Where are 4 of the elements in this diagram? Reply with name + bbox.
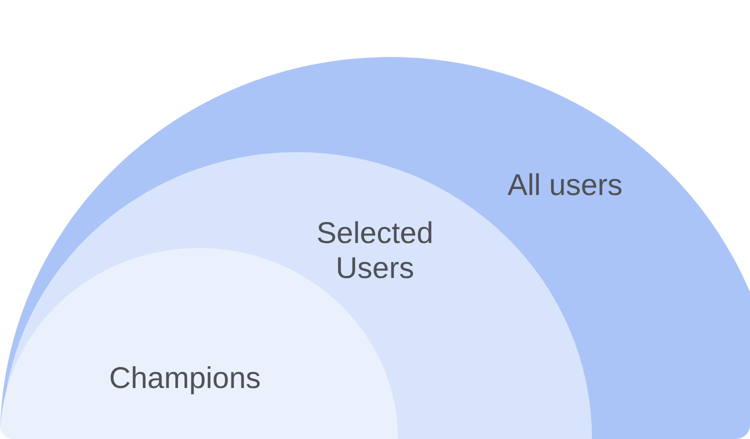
region-label: Champions — [108, 360, 262, 396]
region-label: All users — [506, 168, 624, 203]
outer-region — [0, 56, 750, 439]
region-label: Selected Users — [316, 216, 434, 286]
